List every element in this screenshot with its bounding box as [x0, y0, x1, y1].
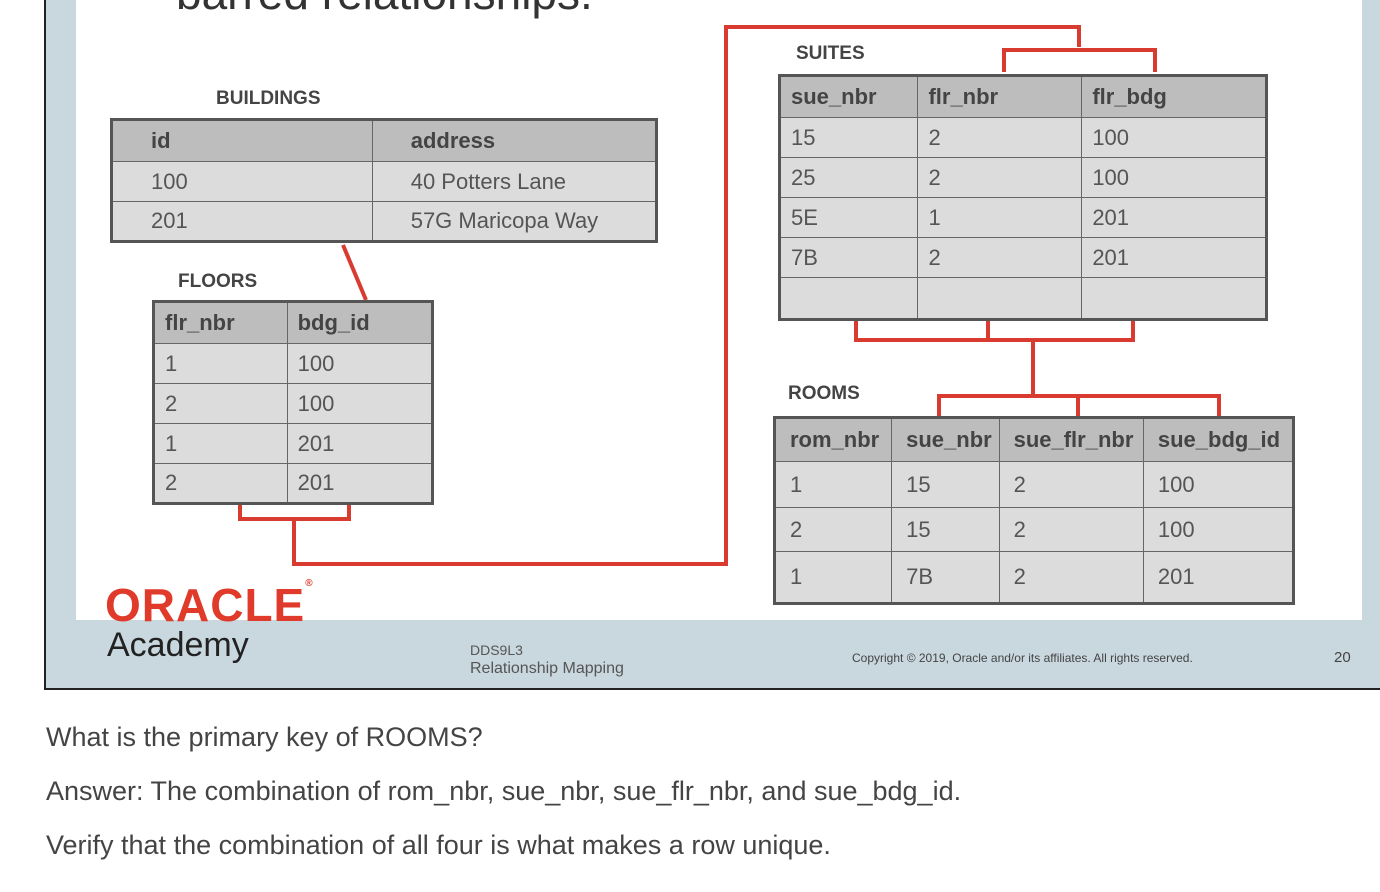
table-cell: 57G Maricopa Way	[371, 201, 658, 242]
table-row: 25 2 100	[778, 157, 1267, 198]
answer-text: Answer: The combination of rom_nbr, sue_…	[46, 776, 962, 806]
table-row: 2 15 2 100	[773, 507, 1295, 552]
table-cell: 100	[111, 161, 373, 202]
question-text: What is the primary key of ROOMS?	[46, 722, 483, 752]
table-cell: 2	[917, 117, 1083, 158]
table-cell: 40 Potters Lane	[371, 161, 658, 202]
line-suites-top-bracket	[1002, 48, 1157, 72]
table-cell: 201	[1142, 551, 1295, 604]
suites-table: sue_nbr flr_nbr flr_bdg 15 2 100 25 2 10…	[778, 74, 1268, 321]
column-header: sue_bdg_id	[1142, 417, 1295, 462]
table-cell: 1	[153, 423, 288, 464]
table-cell: 100	[1081, 117, 1267, 158]
table-cell	[917, 277, 1083, 320]
table-row: 1 100	[153, 343, 434, 384]
table-row: 2 201	[153, 463, 434, 504]
column-header: rom_nbr	[773, 417, 893, 462]
buildings-label: BUILDINGS	[216, 88, 321, 109]
table-row: 5E 1 201	[778, 197, 1267, 238]
table-cell: 2	[153, 463, 288, 504]
table-cell: 201	[1081, 197, 1267, 238]
table-cell: 201	[286, 463, 434, 504]
table-cell: 1	[917, 197, 1083, 238]
table-cell: 15	[891, 507, 1000, 552]
table-cell: 2	[773, 507, 893, 552]
column-header: sue_flr_nbr	[998, 417, 1144, 462]
table-cell: 2	[917, 157, 1083, 198]
table-cell: 15	[891, 461, 1000, 508]
table-row: 15 2 100	[778, 117, 1267, 158]
verify-text: Verify that the combination of all four …	[46, 830, 831, 860]
column-header: address	[371, 119, 658, 162]
table-header-row: id address	[111, 119, 658, 162]
table-header-row: sue_nbr flr_nbr flr_bdg	[778, 75, 1267, 118]
copyright-notice: Copyright © 2019, Oracle and/or its affi…	[852, 651, 1193, 665]
table-row: 1 15 2 100	[773, 461, 1295, 508]
rooms-label: ROOMS	[788, 383, 860, 404]
oracle-logo: ORACLE®	[105, 578, 314, 632]
column-header: sue_nbr	[778, 75, 919, 118]
column-header: bdg_id	[286, 301, 434, 344]
table-cell: 15	[778, 117, 919, 158]
floors-label: FLOORS	[178, 271, 258, 292]
line-suites-bottom-bracket	[854, 320, 1135, 342]
relationship-lines	[238, 25, 1221, 566]
table-cell: 2	[998, 551, 1144, 604]
table-row	[778, 277, 1267, 320]
table-row: 1 201	[153, 423, 434, 464]
table-cell: 1	[773, 551, 893, 604]
table-cell	[778, 277, 919, 320]
column-header: flr_bdg	[1081, 75, 1267, 118]
table-cell: 201	[111, 201, 373, 242]
suites-label: SUITES	[796, 43, 865, 64]
rooms-table: rom_nbr sue_nbr sue_flr_nbr sue_bdg_id 1…	[773, 416, 1295, 605]
table-row: 2 100	[153, 383, 434, 424]
table-cell: 5E	[778, 197, 919, 238]
table-cell	[1081, 277, 1267, 320]
course-code: DDS9L3	[470, 642, 523, 658]
table-row: 100 40 Potters Lane	[111, 161, 658, 202]
table-row: 1 7B 2 201	[773, 551, 1295, 604]
column-header: flr_nbr	[917, 75, 1083, 118]
registered-mark: ®	[305, 578, 314, 589]
table-cell: 100	[1081, 157, 1267, 198]
table-header-row: flr_nbr bdg_id	[153, 301, 434, 344]
oracle-logo-text: ORACLE	[105, 579, 306, 631]
table-cell: 2	[917, 237, 1083, 278]
table-row: 201 57G Maricopa Way	[111, 201, 658, 242]
table-cell: 2	[998, 461, 1144, 508]
table-cell: 100	[286, 383, 434, 424]
column-header: flr_nbr	[153, 301, 288, 344]
academy-logo-text: Academy	[107, 626, 249, 664]
line-floors-suites	[292, 25, 1081, 566]
table-cell: 100	[1142, 507, 1295, 552]
line-floors-bracket	[238, 503, 351, 521]
floors-table: flr_nbr bdg_id 1 100 2 100 1 201 2 201	[152, 300, 434, 505]
table-cell: 7B	[891, 551, 1000, 604]
table-cell: 7B	[778, 237, 919, 278]
table-cell: 201	[1081, 237, 1267, 278]
table-cell: 1	[773, 461, 893, 508]
table-row: 7B 2 201	[778, 237, 1267, 278]
table-cell: 100	[286, 343, 434, 384]
course-title: Relationship Mapping	[470, 660, 624, 677]
table-cell: 2	[153, 383, 288, 424]
line-buildings-floors	[341, 244, 368, 301]
table-cell: 2	[998, 507, 1144, 552]
table-cell: 1	[153, 343, 288, 384]
table-header-row: rom_nbr sue_nbr sue_flr_nbr sue_bdg_id	[773, 417, 1295, 462]
table-cell: 100	[1142, 461, 1295, 508]
slide-number: 20	[1334, 649, 1351, 666]
column-header: sue_nbr	[891, 417, 1000, 462]
buildings-table: id address 100 40 Potters Lane 201 57G M…	[110, 118, 658, 243]
table-cell: 25	[778, 157, 919, 198]
table-cell: 201	[286, 423, 434, 464]
column-header: id	[111, 119, 373, 162]
slide-title: barred relationships.	[176, 0, 593, 20]
